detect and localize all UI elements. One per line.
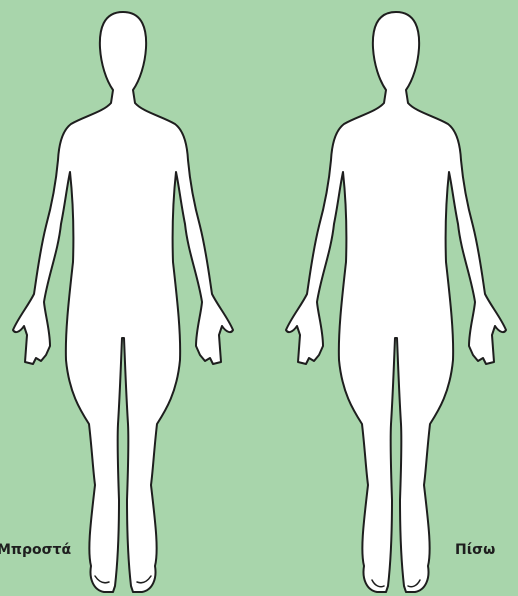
body-outline-front-shape — [13, 12, 233, 592]
front-view-label: Μπροστά — [0, 541, 71, 559]
body-outline-front — [3, 0, 243, 596]
body-outline-back-svg — [276, 0, 516, 596]
back-view-label: Πίσω — [455, 541, 495, 559]
body-outline-back — [276, 0, 516, 596]
body-outline-back-shape — [286, 12, 506, 592]
body-outline-front-svg — [3, 0, 243, 596]
